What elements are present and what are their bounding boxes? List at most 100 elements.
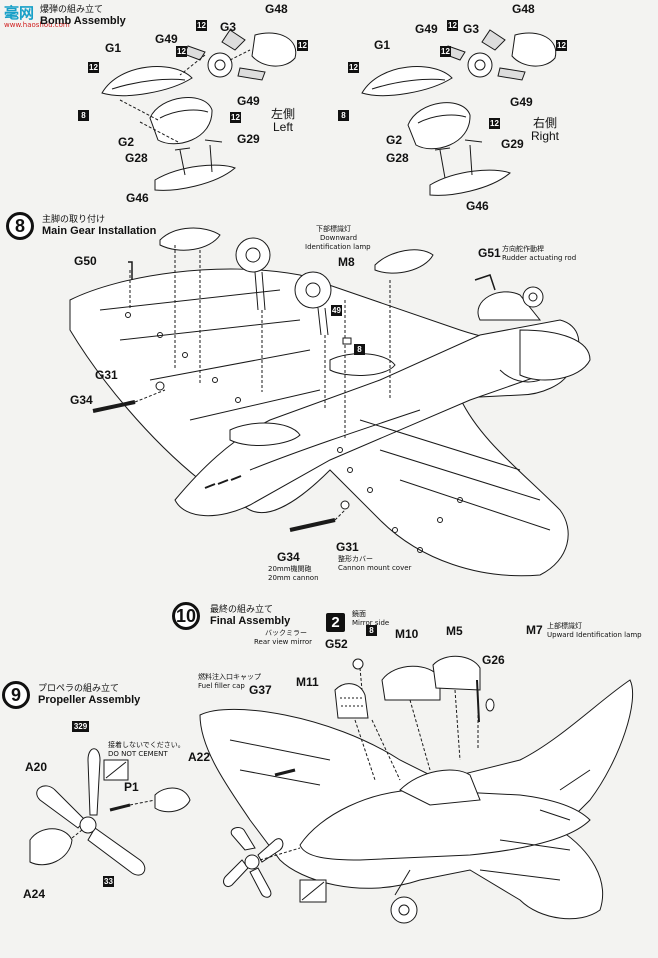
label-g46-left: G46 [126, 191, 149, 205]
note-m7-en: Upward Identification lamp [547, 631, 642, 639]
label-g2-left: G2 [118, 135, 135, 149]
badge-12: 12 [447, 20, 458, 31]
label-g48-right: G48 [512, 2, 535, 16]
badge-49: 49 [331, 305, 342, 316]
section9-title-jp: プロペラの組み立て [38, 683, 120, 693]
label-g29-left: G29 [237, 132, 260, 146]
label-g3-left: G3 [220, 20, 237, 34]
badge-8: 8 [366, 625, 377, 636]
note-g51-jp: 方向舵作動桿 [502, 245, 544, 253]
note-m7-jp: 上部標識灯 [547, 622, 582, 630]
label-g3-right: G3 [463, 22, 480, 36]
label-g31-left: G31 [95, 368, 118, 382]
label-g46-right: G46 [466, 199, 489, 213]
section7-title: 爆弾の組み立て Bomb Assembly [40, 4, 126, 28]
label-g1-right: G1 [374, 38, 391, 52]
note-mirror-side-jp: 鏡面 [352, 610, 366, 618]
side-left-jp: 左側 [271, 107, 296, 121]
label-p1: P1 [124, 780, 139, 794]
label-g49-right-top: G49 [415, 22, 438, 36]
label-m8: M8 [338, 255, 355, 269]
label-g48-left: G48 [265, 2, 288, 16]
section10-title-jp: 最終の組み立て [210, 604, 274, 614]
note-nocement-en: DO NOT CEMENT [108, 750, 168, 758]
side-left-en: Left [273, 120, 294, 134]
badge-12: 12 [440, 46, 451, 57]
note-g34-jp: 20mm機関砲 [268, 565, 312, 573]
badge-12: 12 [348, 62, 359, 73]
note-fuel-en: Fuel filler cap [198, 682, 245, 690]
note-fuel-jp: 燃料注入口キャップ [198, 673, 261, 681]
label-g49-right-bottom: G49 [510, 95, 533, 109]
note-g34-en: 20mm cannon [268, 574, 319, 582]
label-m5: M5 [446, 624, 463, 638]
label-g51: G51 [478, 246, 501, 260]
label-g31: G31 [336, 540, 359, 554]
airframe-underside [69, 227, 591, 577]
label-g50: G50 [74, 254, 97, 268]
label-m7: M7 [526, 623, 543, 637]
badge-8: 8 [354, 344, 365, 355]
badge-2: 2 [326, 613, 345, 632]
label-g28-left: G28 [125, 151, 148, 165]
label-g28-right: G28 [386, 151, 409, 165]
label-g26: G26 [482, 653, 505, 667]
step-number-10: 10 [172, 602, 200, 630]
note-g31-jp: 整形カバー [338, 555, 373, 563]
label-g52: G52 [325, 637, 348, 651]
section9-title-en: Propeller Assembly [38, 694, 141, 706]
label-g29-right: G29 [501, 137, 524, 151]
section9-title: プロペラの組み立て Propeller Assembly [38, 683, 140, 707]
watermark-url: www.haoshou.com [4, 21, 70, 29]
label-m10: M10 [395, 627, 419, 641]
note-nocement-jp: 接着しないでください。 [108, 741, 185, 749]
note-m8-en1: Downward [320, 234, 358, 242]
badge-12: 12 [230, 112, 241, 123]
badge-12: 12 [297, 40, 308, 51]
badge-12: 12 [88, 62, 99, 73]
badge-12: 12 [196, 20, 207, 31]
section7-title-jp: 爆弾の組み立て [40, 4, 104, 14]
side-right-jp: 右側 [533, 116, 558, 130]
badge-12: 12 [489, 118, 500, 129]
step-number-9: 9 [2, 681, 30, 709]
label-g2-right: G2 [386, 133, 403, 147]
label-g49-left-bottom: G49 [237, 94, 260, 108]
propeller-assembly [29, 748, 191, 876]
label-g37: G37 [249, 683, 272, 697]
bomb-rack-left [101, 29, 297, 191]
label-g49-left-top: G49 [155, 32, 178, 46]
side-right: 右側 Right [531, 117, 559, 143]
side-right-en: Right [531, 129, 560, 143]
label-g34-left: G34 [70, 393, 93, 407]
label-g34: G34 [277, 550, 300, 564]
badge-12: 12 [556, 40, 567, 51]
section8-title-en: Main Gear Installation [42, 225, 157, 237]
note-m8-en2: Identification lamp [305, 243, 371, 251]
section7-title-en: Bomb Assembly [40, 15, 126, 27]
note-g31-en: Cannon mount cover [338, 564, 412, 572]
note-m8-jp: 下部標識灯 [316, 225, 351, 233]
section10-title-en: Final Assembly [210, 615, 291, 627]
section8-title-jp: 主脚の取り付け [42, 214, 106, 224]
badge-8: 8 [78, 110, 89, 121]
badge-12: 12 [176, 46, 187, 57]
label-a20: A20 [25, 760, 48, 774]
label-a24: A24 [23, 887, 46, 901]
watermark-logo: 毫网 [4, 4, 35, 22]
note-g51-en: Rudder actuating rod [502, 254, 577, 262]
section8-title: 主脚の取り付け Main Gear Installation [42, 214, 156, 238]
label-m11: M11 [296, 675, 319, 689]
badge-329: 329 [72, 721, 89, 732]
side-left: 左側 Left [271, 108, 295, 134]
step-number-8: 8 [6, 212, 34, 240]
section10-title: 最終の組み立て Final Assembly [210, 604, 290, 628]
badge-8: 8 [338, 110, 349, 121]
airframe-topside [199, 655, 634, 924]
label-a22: A22 [188, 750, 211, 764]
label-g1-left: G1 [105, 41, 122, 55]
bomb-rack-right [361, 29, 557, 196]
note-rvm-en: Rear view mirror [254, 638, 312, 646]
note-rvm-jp: バックミラー [265, 629, 307, 637]
